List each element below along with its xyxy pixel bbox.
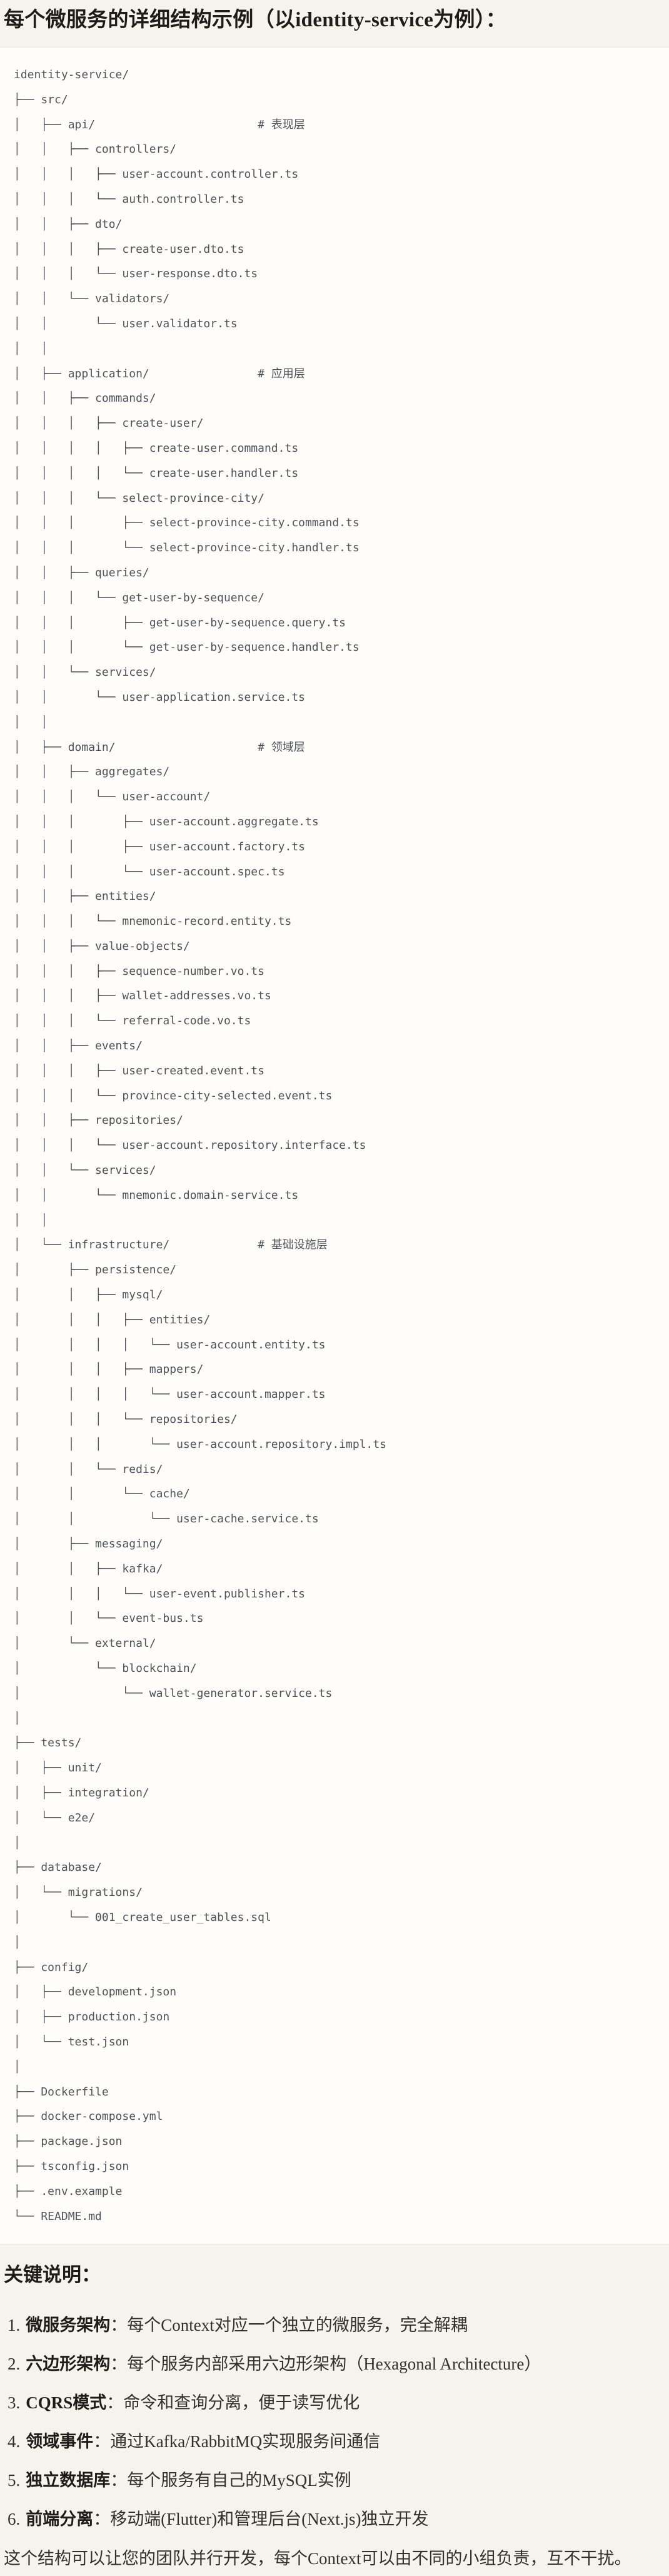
directory-tree: identity-service/ ├── src/ │ ├── api/ # …	[14, 68, 387, 2223]
note-item: 3.CQRS模式：命令和查询分离，便于读写优化	[4, 2391, 664, 2414]
note-text: ：每个Context对应一个独立的微服务，完全解耦	[110, 2316, 468, 2335]
note-text: ：命令和查询分离，便于读写优化	[106, 2393, 360, 2413]
note-text: ：通过Kafka/RabbitMQ实现服务间通信	[93, 2432, 381, 2451]
note-label: 前端分离	[26, 2510, 94, 2529]
note-text: ：每个服务有自己的MySQL实例	[110, 2471, 351, 2490]
note-number: 6.	[8, 2510, 21, 2529]
note-label: 六边形架构	[26, 2355, 111, 2374]
note-item: 4. 领域事件：通过Kafka/RabbitMQ实现服务间通信	[4, 2430, 664, 2453]
note-label: CQRS模式	[26, 2393, 107, 2413]
note-label: 独立数据库	[26, 2471, 111, 2490]
page-title: 每个微服务的详细结构示例（以identity-service为例）：	[4, 9, 506, 31]
note-label: 微服务架构	[26, 2316, 111, 2335]
notes-section: 关键说明： 1. 微服务架构：每个Context对应一个独立的微服务，完全解耦 2…	[0, 2262, 669, 2570]
closing-paragraph: 这个结构可以让您的团队并行开发，每个Context可以由不同的小组负责，互不干扰…	[4, 2549, 631, 2568]
note-text: ：移动端(Flutter)和管理后台(Next.js)独立开发	[93, 2510, 429, 2529]
note-number: 4.	[8, 2432, 21, 2451]
note-item: 2. 六边形架构：每个服务内部采用六边形架构（Hexagonal Architec…	[4, 2353, 664, 2375]
notes-heading: 关键说明：	[4, 2264, 101, 2286]
note-number: 3.	[8, 2393, 21, 2413]
note-number: 2.	[8, 2355, 21, 2374]
note-text: ：每个服务内部采用六边形架构（Hexagonal Architecture）	[110, 2355, 541, 2374]
note-item: 5. 独立数据库：每个服务有自己的MySQL实例	[4, 2469, 664, 2492]
code-block: identity-service/ ├── src/ │ ├── api/ # …	[0, 47, 669, 2245]
note-item: 6. 前端分离：移动端(Flutter)和管理后台(Next.js)独立开发	[4, 2508, 664, 2530]
notes-list: 1. 微服务架构：每个Context对应一个独立的微服务，完全解耦 2. 六边形架构…	[4, 2314, 664, 2530]
note-item: 1. 微服务架构：每个Context对应一个独立的微服务，完全解耦	[4, 2314, 664, 2336]
note-number: 1.	[8, 2316, 21, 2335]
note-number: 5.	[8, 2471, 21, 2490]
note-label: 领域事件	[26, 2432, 94, 2451]
